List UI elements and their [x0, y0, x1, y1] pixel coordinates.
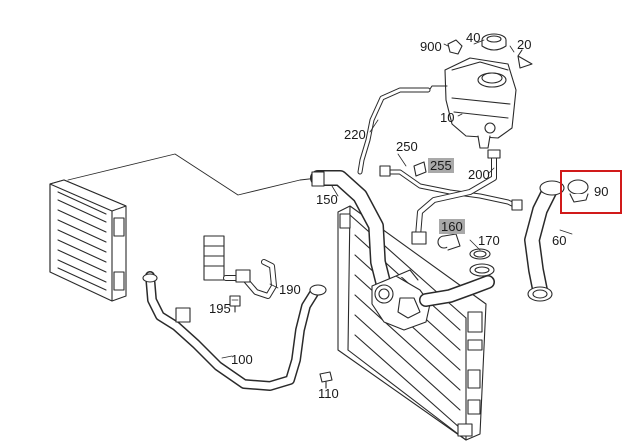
- cap-part-40[interactable]: [481, 33, 507, 51]
- label-part-255[interactable]: 255: [428, 158, 454, 173]
- bolt-part-195[interactable]: [229, 295, 241, 313]
- label-part-195[interactable]: 195: [209, 301, 231, 316]
- label-part-40[interactable]: 40: [466, 30, 481, 45]
- part-170-ring[interactable]: [469, 248, 491, 260]
- label-part-150[interactable]: 150: [316, 192, 338, 207]
- label-part-90[interactable]: 90: [594, 184, 609, 199]
- label-part-190[interactable]: 190: [279, 282, 301, 297]
- intercooler-part[interactable]: [49, 179, 127, 302]
- leader-line: [67, 153, 319, 196]
- label-part-10[interactable]: 10: [440, 110, 455, 125]
- part-900[interactable]: [447, 39, 463, 55]
- clamp-part-90[interactable]: [567, 179, 589, 203]
- label-part-20[interactable]: 20: [517, 37, 532, 52]
- label-part-170[interactable]: 170: [478, 233, 500, 248]
- label-part-250[interactable]: 250: [396, 139, 418, 154]
- thermostat-housing-part[interactable]: [371, 269, 431, 331]
- part-160[interactable]: [437, 233, 461, 251]
- hose-part-220[interactable]: [357, 87, 431, 175]
- selected-part-box[interactable]: [560, 170, 622, 214]
- part-255-clip[interactable]: [413, 161, 427, 177]
- label-part-160[interactable]: 160: [439, 219, 465, 234]
- hose-lower-radiator[interactable]: [419, 263, 495, 307]
- label-part-220[interactable]: 220: [344, 127, 366, 142]
- hose-part-200[interactable]: [411, 149, 501, 245]
- part-20[interactable]: [517, 49, 533, 69]
- leader-lines: [221, 39, 573, 389]
- label-part-100[interactable]: 100: [231, 352, 253, 367]
- hose-part-150[interactable]: [310, 170, 392, 294]
- hose-part-250[interactable]: [379, 165, 523, 211]
- hose-part-100[interactable]: [142, 271, 327, 391]
- label-part-60[interactable]: 60: [552, 233, 567, 248]
- label-part-900[interactable]: 900: [420, 39, 442, 54]
- expansion-tank-part[interactable]: [427, 57, 517, 149]
- cooler-part-190[interactable]: [203, 235, 277, 299]
- label-part-110[interactable]: 110: [318, 386, 339, 401]
- hose-part-60[interactable]: [524, 180, 565, 302]
- label-part-200[interactable]: 200: [468, 167, 490, 182]
